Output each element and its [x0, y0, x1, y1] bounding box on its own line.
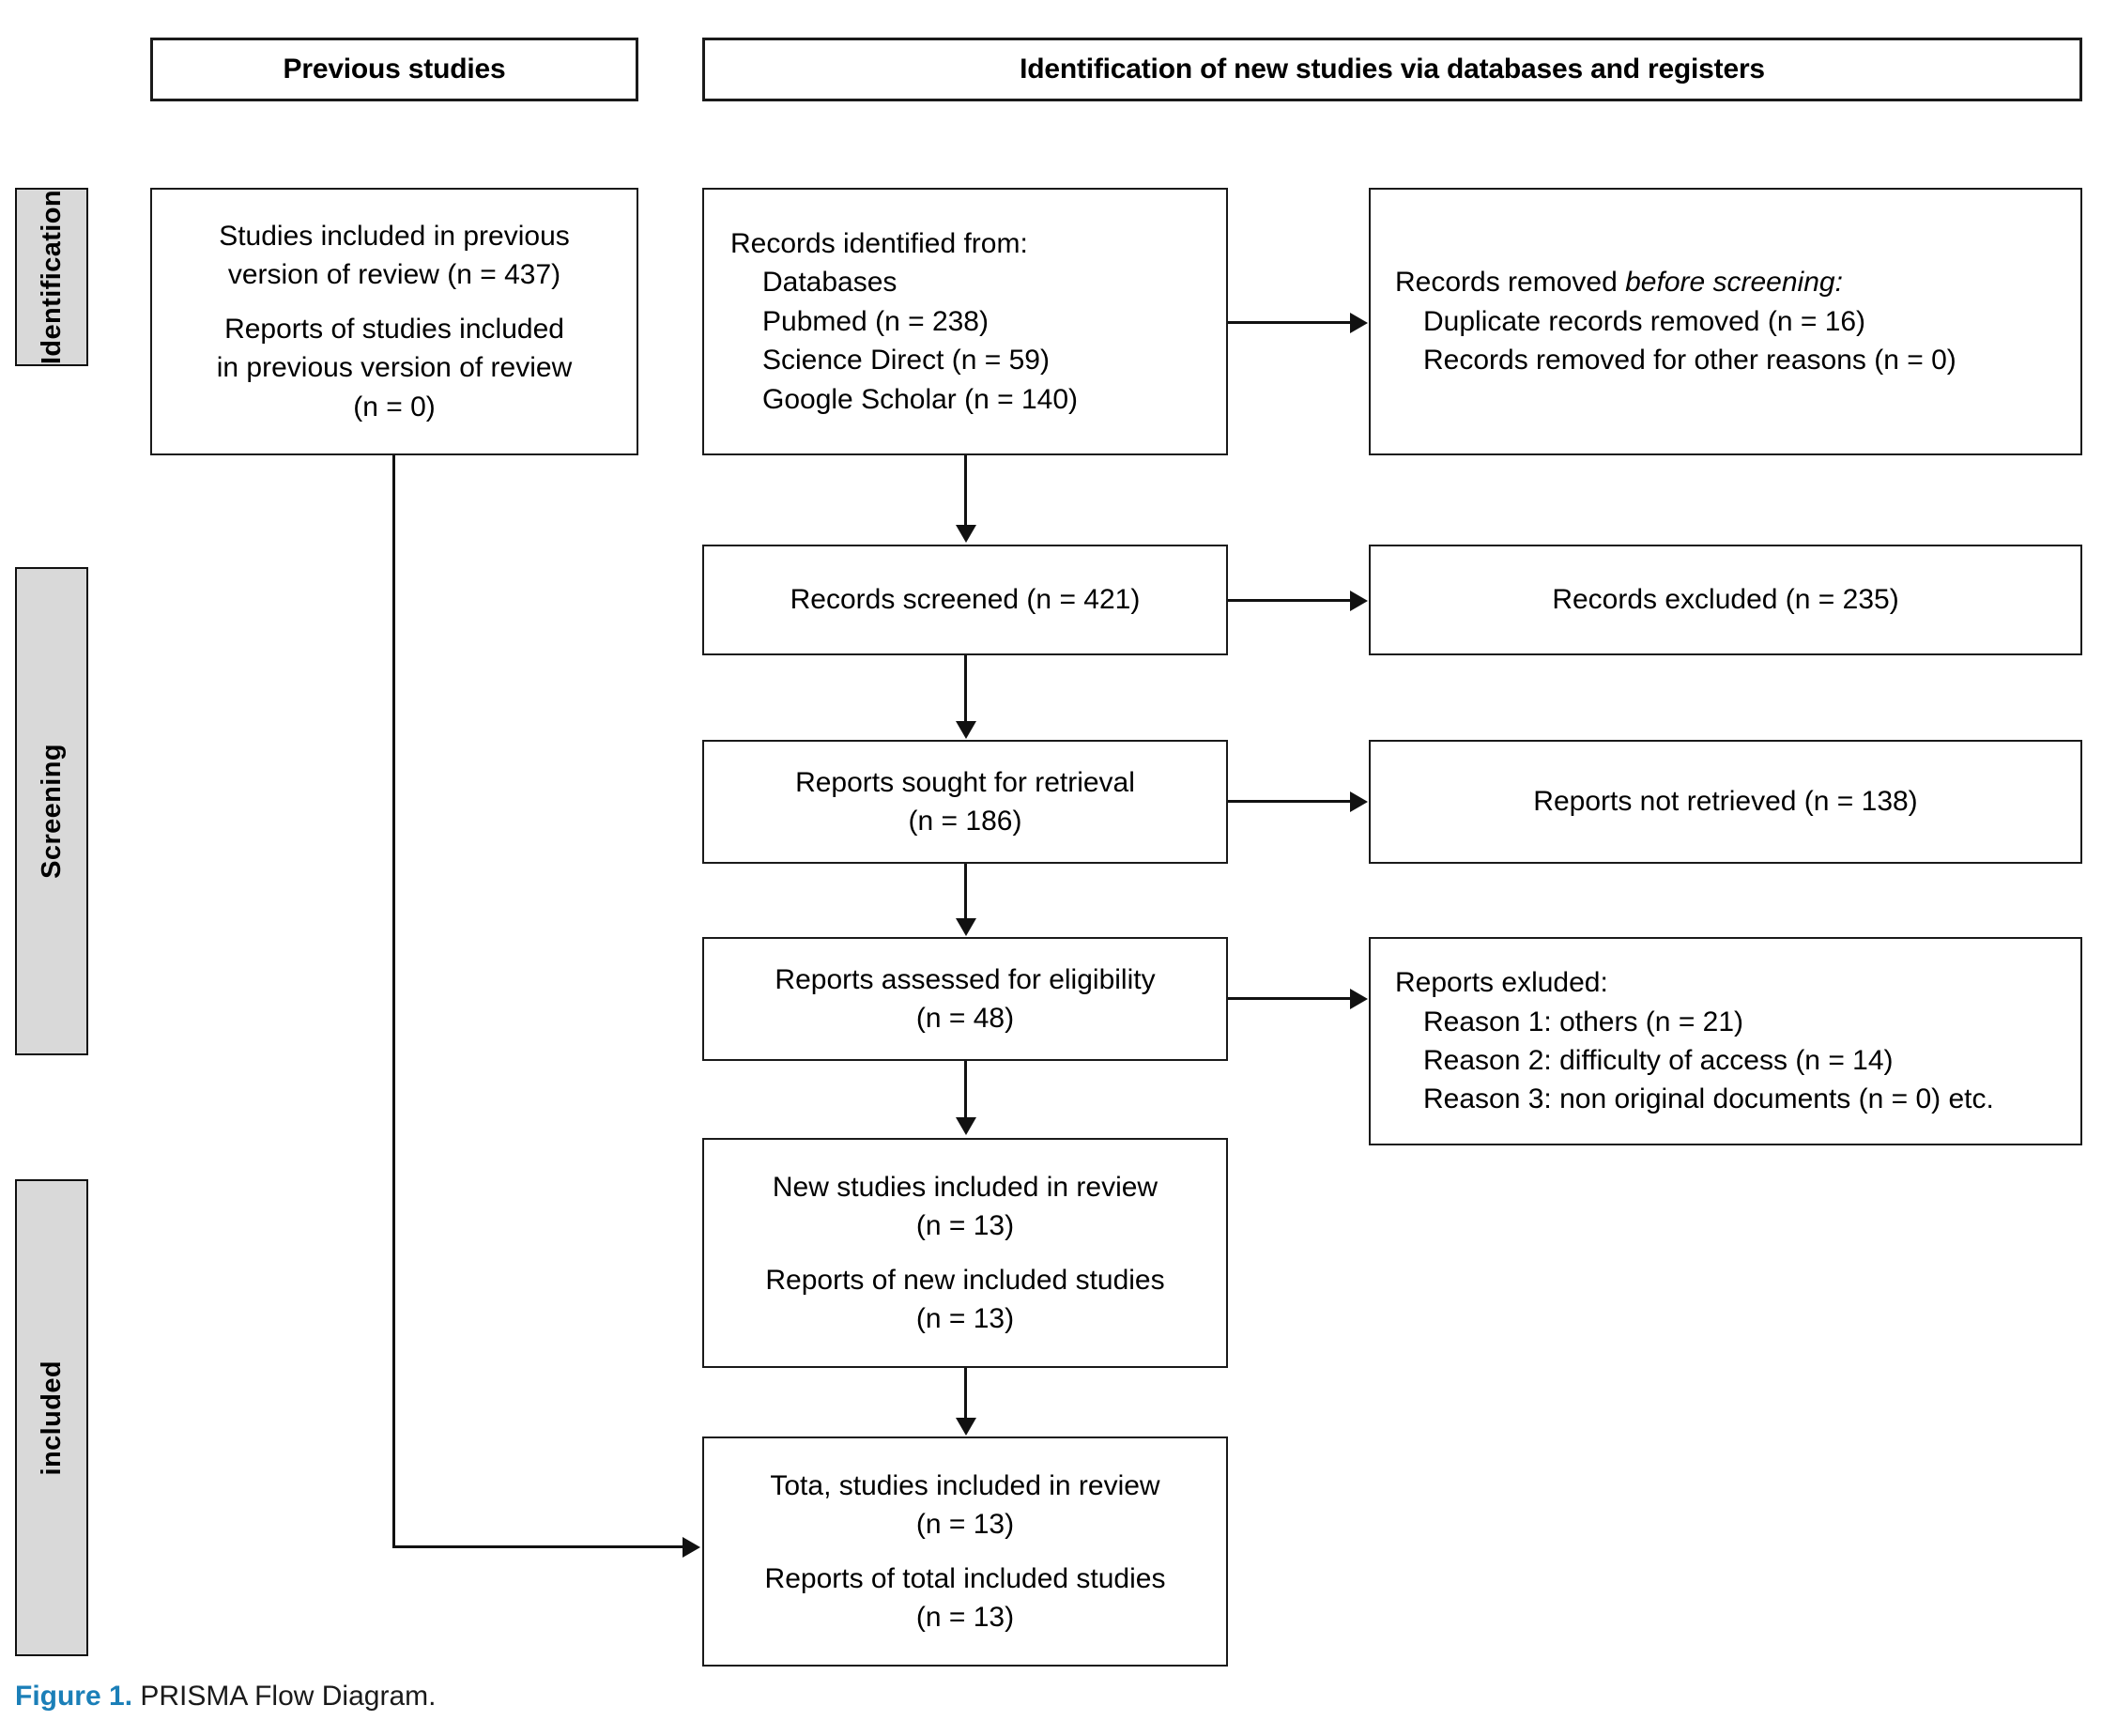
previous-studies-line-3: Reports of studies included — [224, 313, 564, 345]
connector-assessed-to-new-studies — [964, 1061, 967, 1119]
records-screened-line-1: Records screened (n = 421) — [790, 584, 1141, 616]
records-identified-databases: Databases — [762, 267, 898, 299]
arrowhead-sought-to-assessed — [956, 918, 976, 936]
new-studies-line-1: New studies included in review — [772, 1171, 1158, 1203]
arrowhead-identified-to-removed — [1350, 313, 1368, 333]
phase-bar-included: included — [15, 1179, 88, 1656]
arrowhead-previous-to-total — [683, 1537, 700, 1558]
header-previous-studies-text: Previous studies — [283, 54, 506, 84]
box-total-included: Tota, studies included in review (n = 13… — [702, 1436, 1228, 1667]
records-identified-pubmed: Pubmed (n = 238) — [762, 305, 989, 337]
reports-assessed-line-1: Reports assessed for eligibility — [775, 963, 1156, 995]
reports-assessed-line-2: (n = 48) — [915, 1003, 1015, 1034]
box-reports-sought: Reports sought for retrieval (n = 186) — [702, 740, 1228, 864]
connector-sought-to-not-retrieved — [1228, 800, 1354, 803]
figure-caption-text: PRISMA Flow Diagram. — [140, 1681, 437, 1712]
reports-sought-line-1: Reports sought for retrieval — [795, 766, 1135, 798]
connector-previous-to-total-horizontal — [392, 1545, 686, 1548]
box-reports-assessed: Reports assessed for eligibility (n = 48… — [702, 937, 1228, 1061]
arrowhead-new-studies-to-total — [956, 1418, 976, 1436]
connector-screened-to-excluded — [1228, 599, 1354, 602]
records-removed-emphasis: before screening: — [1625, 267, 1843, 299]
figure-caption-label: Figure 1. — [15, 1681, 133, 1712]
reports-excluded-reason-1: Reason 1: others (n = 21) — [1423, 1006, 1744, 1037]
phase-label-screening: Screening — [36, 744, 67, 879]
arrowhead-assessed-to-excluded — [1350, 989, 1368, 1009]
total-included-line-3: Reports of total included studies — [764, 1562, 1166, 1594]
reports-excluded-reason-3: Reason 3: non original documents (n = 0)… — [1423, 1083, 1994, 1115]
connector-sought-to-assessed — [964, 864, 967, 920]
reports-not-retrieved-line-1: Reports not retrieved (n = 138) — [1533, 786, 1918, 818]
phase-bar-identification: Identification — [15, 188, 88, 366]
records-removed-prefix: Records removed — [1395, 267, 1626, 299]
box-reports-not-retrieved: Reports not retrieved (n = 138) — [1369, 740, 2082, 864]
box-records-removed: Records removed before screening: Duplic… — [1369, 188, 2082, 455]
header-new-studies: Identification of new studies via databa… — [702, 38, 2082, 101]
connector-previous-to-total-vertical — [392, 455, 395, 1548]
phase-label-included: included — [36, 1360, 67, 1476]
connector-new-studies-to-total — [964, 1368, 967, 1419]
records-identified-line-1: Records identified from: — [730, 228, 1028, 260]
phase-label-identification: Identification — [36, 189, 67, 365]
header-new-studies-text: Identification of new studies via databa… — [1020, 54, 1765, 84]
total-included-line-1: Tota, studies included in review — [770, 1469, 1160, 1501]
box-records-identified: Records identified from: Databases Pubme… — [702, 188, 1228, 455]
total-included-line-2: (n = 13) — [915, 1509, 1015, 1541]
connector-screened-to-sought — [964, 655, 967, 723]
connector-assessed-to-excluded — [1228, 997, 1354, 1000]
phase-bar-screening: Screening — [15, 567, 88, 1055]
arrowhead-identified-to-screened — [956, 525, 976, 543]
box-records-excluded: Records excluded (n = 235) — [1369, 545, 2082, 655]
arrowhead-assessed-to-new-studies — [956, 1117, 976, 1135]
arrowhead-screened-to-sought — [956, 721, 976, 739]
figure-caption: Figure 1. PRISMA Flow Diagram. — [15, 1681, 436, 1713]
header-previous-studies: Previous studies — [150, 38, 638, 101]
records-identified-science-direct: Science Direct (n = 59) — [762, 345, 1050, 376]
previous-studies-line-1: Studies included in previous — [219, 221, 570, 253]
records-removed-other: Records removed for other reasons (n = 0… — [1423, 345, 1956, 376]
records-identified-google-scholar: Google Scholar (n = 140) — [762, 383, 1079, 415]
previous-studies-line-4: in previous version of review — [216, 352, 573, 384]
box-records-screened: Records screened (n = 421) — [702, 545, 1228, 655]
box-new-studies-included: New studies included in review (n = 13) … — [702, 1138, 1228, 1368]
connector-identified-to-screened — [964, 455, 967, 527]
new-studies-line-2: (n = 13) — [915, 1210, 1015, 1242]
box-previous-studies: Studies included in previous version of … — [150, 188, 638, 455]
new-studies-line-4: (n = 13) — [915, 1302, 1015, 1334]
previous-studies-line-5: (n = 0) — [353, 391, 436, 422]
box-reports-excluded-reasons: Reports exluded: Reason 1: others (n = 2… — [1369, 937, 2082, 1145]
reports-sought-line-2: (n = 186) — [908, 806, 1022, 837]
arrowhead-screened-to-excluded — [1350, 591, 1368, 611]
reports-excluded-reason-2: Reason 2: difficulty of access (n = 14) — [1423, 1045, 1894, 1076]
new-studies-line-3: Reports of new included studies — [765, 1264, 1165, 1296]
records-removed-line-1: Records removed before screening: — [1395, 263, 1843, 301]
records-removed-duplicates: Duplicate records removed (n = 16) — [1423, 305, 1866, 337]
total-included-line-4: (n = 13) — [915, 1601, 1015, 1633]
records-excluded-line-1: Records excluded (n = 235) — [1552, 584, 1899, 616]
previous-studies-line-2: version of review (n = 437) — [227, 259, 561, 291]
connector-identified-to-removed — [1228, 321, 1354, 324]
reports-excluded-line-1: Reports exluded: — [1395, 967, 1608, 999]
arrowhead-sought-to-not-retrieved — [1350, 791, 1368, 812]
